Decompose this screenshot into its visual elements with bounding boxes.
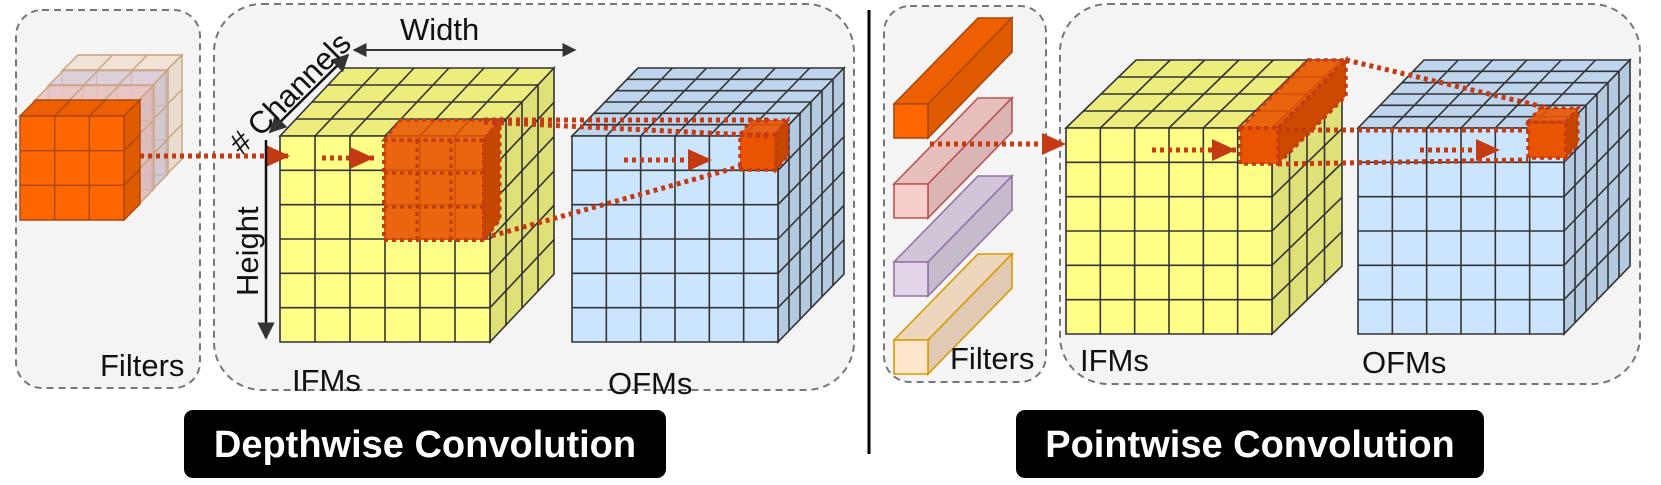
depthwise-filter-stack bbox=[18, 53, 184, 222]
pointwise-kernel-highlight bbox=[1235, 55, 1351, 169]
depthwise-title: Depthwise Convolution bbox=[214, 424, 636, 466]
depthwise-ifms-label: IFMs bbox=[292, 363, 361, 398]
depthwise-filters-label: Filters bbox=[100, 348, 184, 383]
flow-arrows bbox=[140, 57, 1549, 241]
depthwise-ofm-cube bbox=[570, 66, 846, 344]
depthwise-output-highlight bbox=[736, 115, 792, 175]
filter-cube-orange bbox=[18, 98, 142, 222]
channels-arrow bbox=[268, 53, 350, 134]
pointwise-filters-label: Filters bbox=[950, 341, 1034, 376]
pointwise-ofms-label: OFMs bbox=[1362, 345, 1446, 380]
pointwise-filter-orange bbox=[892, 16, 1014, 140]
pointwise-ofm-cube bbox=[1356, 58, 1632, 336]
depthwise-kernel-highlight bbox=[380, 115, 504, 245]
width-label: Width bbox=[400, 12, 479, 47]
pointwise-output-highlight bbox=[1524, 103, 1582, 163]
pointwise-filter-tan bbox=[892, 252, 1014, 376]
depthwise-title-badge bbox=[184, 410, 666, 478]
pointwise-filter-stack bbox=[892, 16, 1014, 376]
pointwise-title: Pointwise Convolution bbox=[1045, 424, 1455, 466]
pointwise-filter-pink bbox=[892, 96, 1014, 220]
height-label: Height bbox=[230, 206, 265, 296]
pointwise-ifms-label: IFMs bbox=[1080, 343, 1149, 378]
pointwise-title-badge bbox=[1016, 410, 1484, 478]
depthwise-ofms-label: OFMs bbox=[608, 366, 692, 401]
pointwise-filter-purple bbox=[892, 174, 1014, 298]
